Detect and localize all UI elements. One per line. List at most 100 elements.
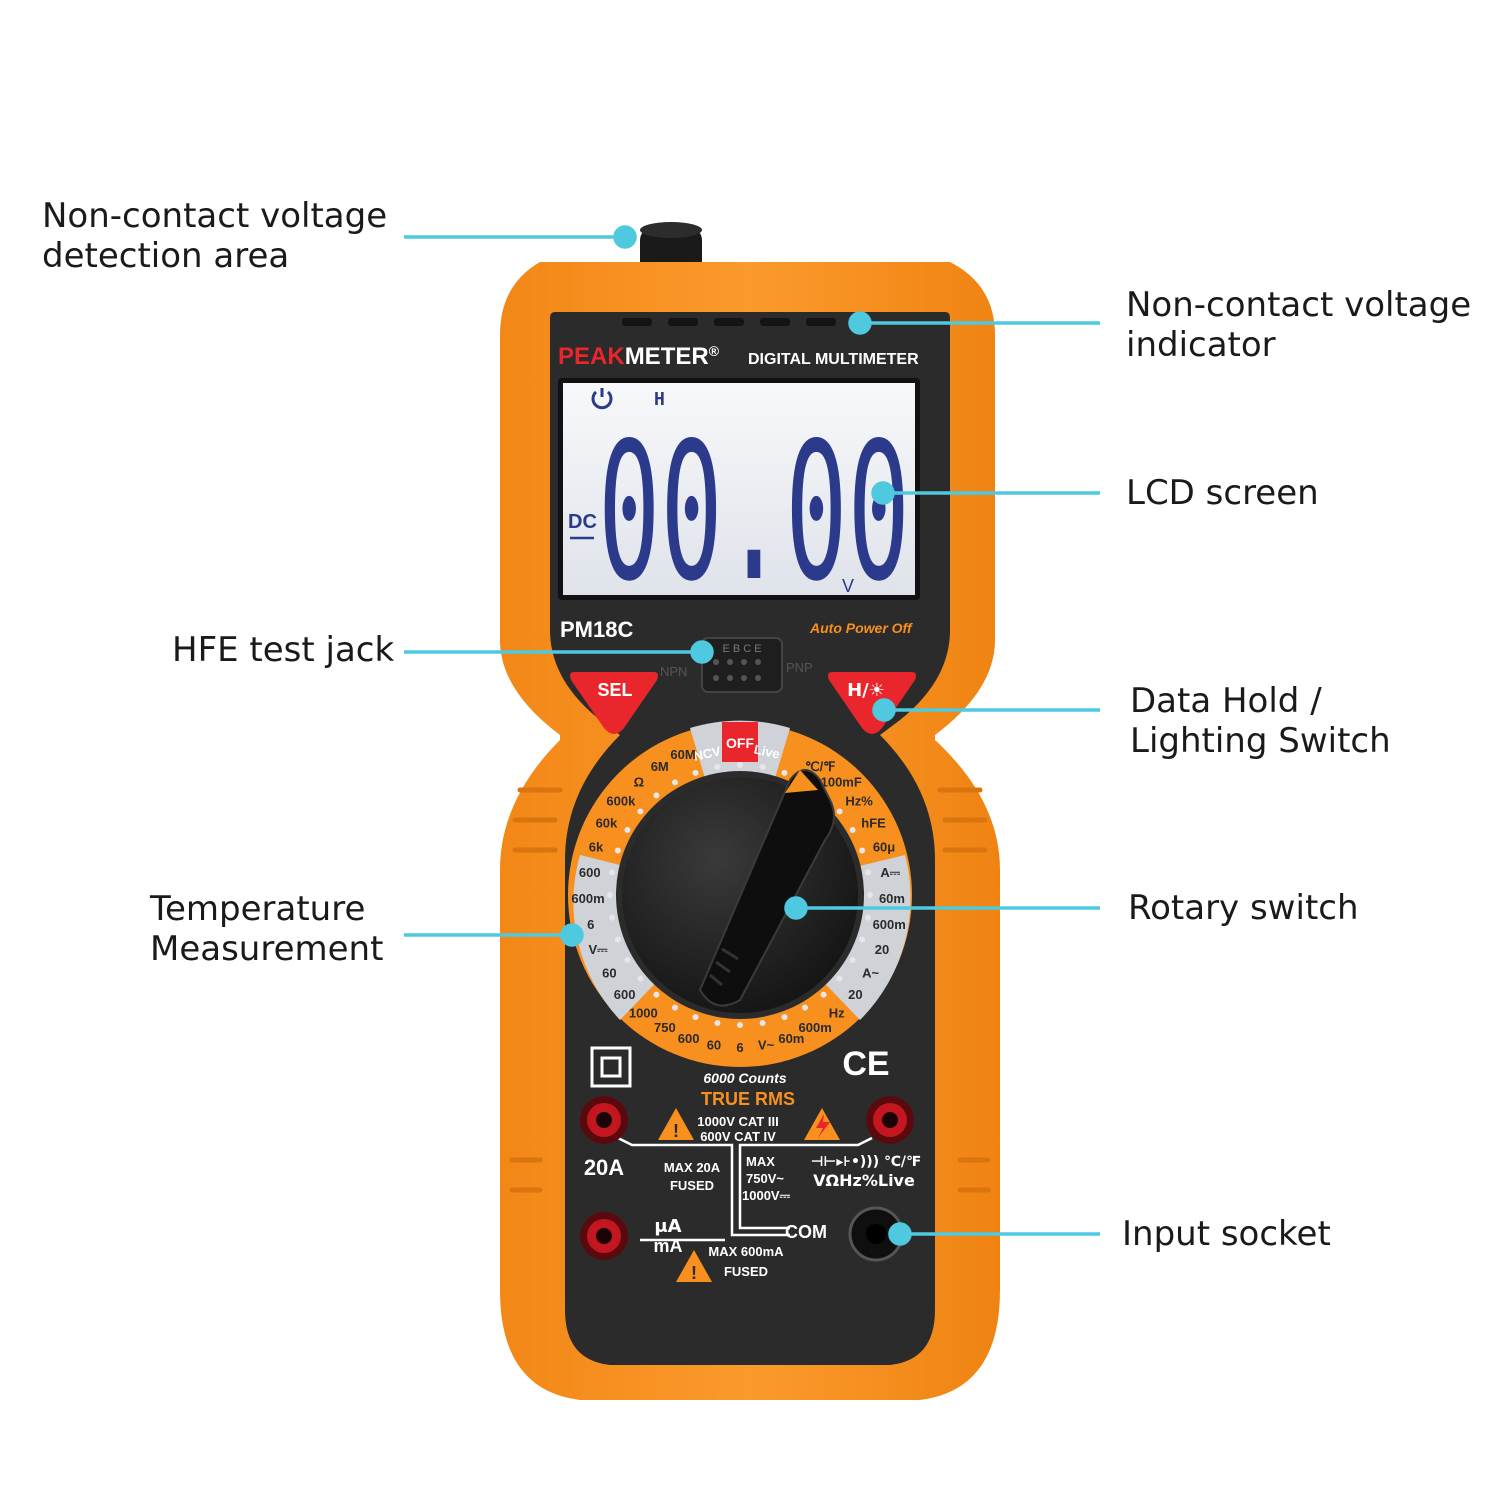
max-v-line2: 750V~ [746,1171,784,1186]
lcd-screen: H DC 00.00 V [558,378,920,623]
dial-tick [692,1014,699,1021]
socket-volt-ohm[interactable] [866,1096,914,1144]
warning-icon: ! [658,1108,694,1141]
dial-range-label: 60μ [873,839,895,854]
max600-line2: FUSED [724,1264,768,1279]
dial-tick [624,957,631,963]
double-insulation-icon [590,1046,632,1088]
socket-20a[interactable] [580,1096,628,1144]
hold-button-label: H/☀ [847,680,885,701]
ncv-indicator [622,318,836,326]
dial-tick [714,1020,721,1027]
dial-tick [781,1014,788,1021]
dial-ncv: NCV [692,743,722,763]
dial-range-label: 60k [596,815,618,830]
dial-range-label: Hz% [845,794,873,809]
lcd-digits: 00.00 [598,402,910,623]
dial-range-label: ℃/℉ [805,759,836,774]
ce-mark: CE [842,1045,889,1083]
sel-button[interactable]: SEL [570,672,658,734]
dial-range-label: 600m [873,917,906,932]
dial-range-label: 60 [707,1038,721,1053]
label-20a: 20A [584,1155,624,1180]
rotary-switch[interactable] [622,769,858,1013]
dial-tick [781,769,788,776]
dial-tick [759,1020,766,1027]
dial-tick [836,975,843,982]
dial-tick [714,763,721,770]
dial-tick [867,892,873,898]
dial-range-label: A⎓ [880,865,900,880]
dial-tick [859,847,866,854]
dial-tick [637,975,644,982]
callout-hold: Data Hold / Lighting Switch [1130,681,1391,761]
dial-tick [849,827,856,833]
dial-range-label: 600 [614,987,636,1002]
warning-icon-bottom: ! [676,1250,712,1283]
dial-range-label: Hz [829,1005,845,1020]
callout-hfe: HFE test jack [172,630,395,670]
dial-range-label: V~ [758,1038,775,1053]
callout-ncv-area: Non-contact voltage detection area [42,196,388,276]
dial-range-label: 60m [879,891,905,906]
callout-ncv-indicator: Non-contact voltage indicator [1126,285,1472,365]
svg-text:!: ! [691,1263,697,1283]
hfe-pins-label: E B C E [722,643,761,655]
dial-range-label: 600 [678,1031,700,1046]
dial-range-label: 1000 [629,1005,658,1020]
dial-tick [653,792,660,799]
max-v-line1: MAX [746,1154,775,1169]
dial-range-label: Ω [634,775,644,790]
socket-wiring-lines [617,1136,873,1242]
dial-range-label: A~ [862,966,879,981]
dial-range-label: 100mF [821,775,862,790]
dial-range-label: 6 [587,917,594,932]
dial-range-label: 6M [651,759,669,774]
label-ua: μA [654,1216,681,1237]
dial-range-label: 600k [606,794,636,809]
cat-rating-2: 600V CAT IV [700,1129,776,1144]
lcd-dc-mark: DC [568,511,597,533]
max-v-line3: 1000V⎓ [742,1188,791,1203]
callout-rotary: Rotary switch [1128,888,1359,928]
dial-range-label: 750 [654,1020,676,1035]
lcd-hold-mark: H [654,389,665,410]
dial-tick [608,914,615,921]
dial-tick [608,869,615,876]
dial-tick [737,762,743,768]
brand-logo: PEAKMETER® [558,343,720,370]
max20a-line1: MAX 20A [664,1160,721,1175]
dial-live: Live [753,742,782,762]
dial-tick [637,808,644,815]
npn-label: NPN [660,664,687,679]
dial-range-label: 60 [602,966,616,981]
dial-range-labels: 60M6MΩ600k60k6k600600m6V⎓606001000750600… [571,747,905,1055]
max20a-line2: FUSED [670,1178,714,1193]
dial-tick [820,991,827,998]
dial-range-label: 6k [589,839,604,854]
callout-input: Input socket [1122,1214,1331,1254]
dial-tick [672,1004,678,1011]
brand-subtitle: DIGITAL MULTIMETER [748,351,919,368]
cat-rating-1: 1000V CAT III [697,1114,778,1129]
hold-light-button[interactable]: H/☀ [828,672,916,734]
dial-tick [692,769,699,776]
max600-line1: MAX 600mA [708,1244,784,1259]
true-rms-label: TRUE RMS [701,1089,795,1109]
hfe-test-jack[interactable]: E B C E [701,637,783,693]
dial-range-label: 60m [778,1031,804,1046]
counts-label: 6000 Counts [703,1070,786,1086]
dial-range-label: 6 [736,1040,743,1055]
model-number: PM18C [560,617,633,642]
sel-button-label: SEL [597,680,632,700]
dial-tick [802,1004,808,1011]
dial-off: OFF [726,735,754,751]
label-com: COM [785,1222,827,1242]
dial-range-label: 20 [875,942,889,957]
dial-tick [737,1022,743,1028]
dial-tick [607,892,613,898]
dial-tick [836,808,843,815]
socket-ua-ma[interactable] [580,1212,628,1260]
dial-tick [653,991,660,998]
dial-range-label: 600 [579,865,601,880]
